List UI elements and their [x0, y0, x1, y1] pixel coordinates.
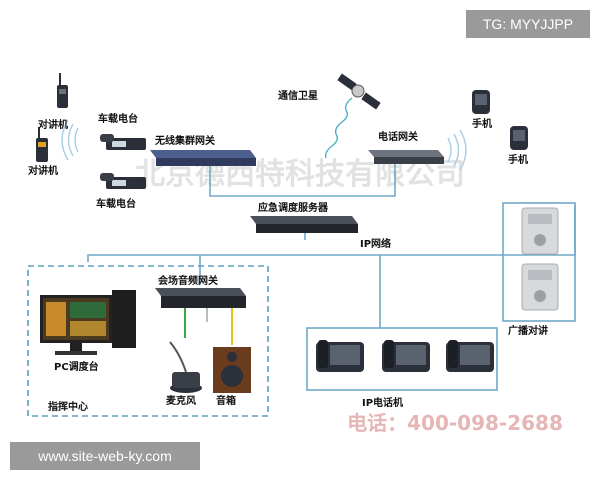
- satellite-signal: [324, 97, 353, 159]
- ip-phone-icon: [382, 340, 430, 372]
- microphone-icon: [169, 341, 202, 393]
- phone-watermark: 电话：400-098-2688: [347, 411, 563, 435]
- walkie-icon: [57, 73, 68, 108]
- pc-console-icon: [40, 290, 136, 355]
- link-wireless-gateway-server: [209, 160, 396, 197]
- connection-lines: [87, 160, 576, 391]
- walkie-label: 对讲机: [28, 164, 58, 177]
- microphone-label: 麦克风: [166, 394, 196, 407]
- walkie-icon: [36, 127, 48, 162]
- venue-gateway-icon: [155, 288, 246, 308]
- ip-phone-label: IP电话机: [362, 396, 403, 409]
- audio-leads: [184, 308, 233, 345]
- satellite-icon: [337, 73, 381, 110]
- dispatch-server-label: 应急调度服务器: [258, 201, 329, 214]
- wireless-gateway-icon: [150, 150, 256, 166]
- broadcast-frame: [502, 202, 576, 322]
- car-radio-label: 车载电台: [98, 112, 138, 125]
- site-url-badge: www.site-web-ky.com: [10, 442, 200, 470]
- telecom-gateway-icon: [368, 150, 444, 164]
- command-center-label: 指挥中心: [48, 400, 88, 413]
- mobile-icon: [472, 90, 490, 114]
- mobile-label: 手机: [508, 153, 528, 166]
- ip-phone-icon: [446, 340, 494, 372]
- broadcast-intercom-label: 广播对讲: [508, 324, 548, 337]
- telecom-gateway-label: 电话网关: [378, 130, 418, 143]
- ip-phone-icon: [316, 340, 364, 372]
- ip-phone-group-frame: [306, 327, 498, 391]
- tg-badge: TG: MYYJJPP: [466, 10, 590, 38]
- dispatch-server-icon: [250, 216, 358, 233]
- venue-gateway-label: 会场音频网关: [158, 274, 218, 287]
- link-ip-network-bus: [87, 205, 576, 262]
- mobile-icon: [510, 126, 528, 150]
- signal-waves-right: [447, 129, 467, 171]
- intercom-panel-icon: [521, 263, 559, 311]
- intercom-panel-icon: [521, 207, 559, 255]
- car-radio-icon: [100, 173, 146, 189]
- ip-network-label: IP网络: [360, 237, 391, 250]
- signal-waves-left: [61, 119, 79, 161]
- speaker-label: 音箱: [216, 394, 236, 407]
- pc-console-label: PC调度台: [54, 360, 99, 373]
- car-radio-label: 车载电台: [96, 197, 136, 210]
- command-center-border: [27, 265, 269, 417]
- satellite-label: 通信卫星: [278, 89, 318, 102]
- wireless-gateway-label: 无线集群网关: [154, 134, 215, 147]
- speaker-icon: [213, 347, 251, 393]
- mobile-label: 手机: [472, 117, 492, 130]
- walkie-label: 对讲机: [38, 118, 68, 131]
- car-radio-icon: [100, 134, 146, 150]
